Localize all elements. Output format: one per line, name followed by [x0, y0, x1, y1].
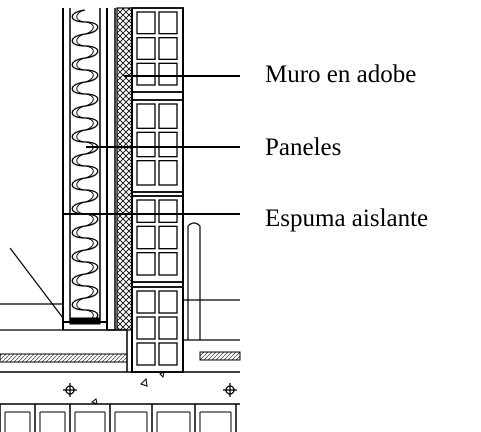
- aggregate-mark: [90, 398, 98, 405]
- adobe-block-cell: [158, 290, 178, 314]
- floor-slab-right: [199, 351, 241, 361]
- adobe-block-cell: [136, 37, 156, 60]
- adobe-block: [131, 286, 184, 373]
- adobe-block-cell: [158, 37, 178, 60]
- adobe-block: [131, 195, 184, 283]
- adobe-block-cell: [136, 160, 156, 186]
- adobe-block-cell: [136, 103, 156, 129]
- panel-base-plate: [69, 317, 101, 325]
- adobe-block-cell: [158, 199, 178, 223]
- adobe-block-cell: [158, 160, 178, 186]
- adobe-block-cell: [158, 11, 178, 35]
- adobe-block-cell: [136, 342, 156, 366]
- adobe-block-cell: [158, 316, 178, 340]
- adobe-block-cell: [158, 225, 178, 250]
- label-panels: Paneles: [265, 134, 342, 161]
- adobe-block-cell: [136, 199, 156, 223]
- adobe-block-cell: [136, 131, 156, 158]
- adobe-block-cell: [136, 316, 156, 340]
- adobe-block-cell: [158, 103, 178, 129]
- adobe-block-cell: [158, 62, 178, 86]
- adobe-block-cell: [136, 290, 156, 314]
- adobe-block-cell: [136, 252, 156, 276]
- aggregate-mark: [159, 371, 165, 379]
- adobe-block-cell: [158, 342, 178, 366]
- adobe-block-cell: [136, 62, 156, 86]
- label-adobe-wall: Muro en adobe: [265, 61, 417, 88]
- foam-layer-hatch: [116, 7, 133, 331]
- insulation-batt-inner-waves: [76, 9, 94, 323]
- finish-strip-top: [187, 222, 201, 227]
- aggregate-mark: [140, 377, 148, 387]
- label-insulating-foam: Espuma aislante: [265, 205, 429, 232]
- floor-slab-left: [0, 353, 128, 363]
- drawing-linework: [0, 7, 241, 432]
- adobe-block-cell: [136, 225, 156, 250]
- adobe-block-cell: [158, 252, 178, 276]
- adobe-block-cell: [136, 11, 156, 35]
- adobe-block: [131, 7, 184, 93]
- diagonal-callout-line: [9, 247, 64, 319]
- adobe-block-cell: [158, 131, 178, 158]
